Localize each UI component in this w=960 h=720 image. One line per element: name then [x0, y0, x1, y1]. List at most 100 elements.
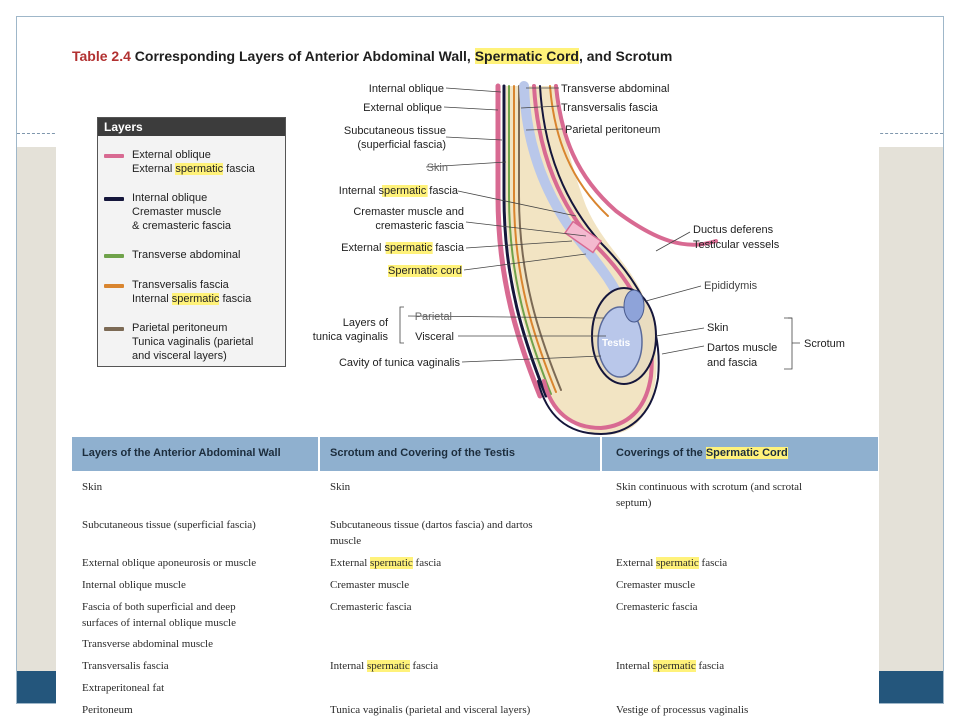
- label-testicular-vessels: Testicular vessels: [693, 239, 780, 251]
- cell-line: Subcutaneous tissue (superficial fascia): [82, 519, 256, 531]
- table-cell: Extraperitoneal fat: [82, 680, 317, 696]
- cell-line: Transverse abdominal muscle: [82, 638, 213, 650]
- table-cell: Tunica vaginalis (parietal and visceral …: [330, 702, 595, 718]
- legend-line: Internal oblique: [132, 192, 208, 204]
- label-transversalis-fascia: Transversalis fascia: [561, 102, 659, 114]
- table-cell: Internal spermatic fascia: [330, 658, 595, 674]
- label-layers-of-2: tunica vaginalis: [313, 331, 389, 343]
- testis-label: Testis: [602, 338, 631, 349]
- cell-line: External spermatic fascia: [330, 557, 442, 569]
- legend-swatch: [104, 327, 124, 331]
- table-cell: Cremasteric fascia: [330, 599, 595, 615]
- label-dartos-1: Dartos muscle: [707, 342, 777, 354]
- label-ductus-deferens: Ductus deferens: [693, 224, 774, 236]
- scrotum-bracket: [784, 317, 800, 370]
- testis-body: [597, 306, 643, 378]
- legend-line: External spermatic fascia: [132, 163, 255, 175]
- header-separator: [600, 437, 602, 471]
- table-cell: Vestige of processus vaginalis: [616, 702, 878, 718]
- label-spermatic-cord: Spermatic cord: [388, 265, 462, 277]
- label-external-oblique: External oblique: [363, 102, 442, 114]
- legend-line: External oblique: [132, 149, 211, 161]
- layer-external-oblique: [495, 83, 543, 399]
- table-cell: External spermatic fascia: [616, 555, 878, 571]
- cell-line: Tunica vaginalis (parietal and visceral …: [330, 704, 531, 716]
- label-dartos-2: and fascia: [707, 357, 758, 369]
- table-cell: Cremaster muscle: [330, 577, 595, 593]
- header-separator: [318, 437, 320, 471]
- label-highlight: [382, 185, 428, 197]
- cell-line: Cremasteric fascia: [616, 601, 698, 613]
- cell-line: Peritoneum: [82, 704, 133, 716]
- legend-line: Transverse abdominal: [132, 249, 241, 261]
- header-abdominal-wall: Layers of the Anterior Abdominal Wall: [82, 447, 281, 459]
- cell-line: Extraperitoneal fat: [82, 682, 165, 694]
- label-internal-spermatic: Internal spermatic fascia: [339, 185, 459, 197]
- label-cremaster-2: cremasteric fascia: [375, 220, 465, 232]
- cord-outer-dark: [537, 85, 660, 436]
- label-highlight: [385, 242, 433, 254]
- label-visceral: Visceral: [415, 331, 454, 343]
- cell-line: Vestige of processus vaginalis: [616, 704, 749, 716]
- cell-line: Fascia of both superficial and deep: [82, 601, 236, 613]
- table-cell: Skin: [330, 479, 595, 495]
- cell-line: Cremaster muscle: [616, 579, 696, 591]
- header-spermatic-cord: Coverings of the Spermatic Cord: [616, 447, 788, 459]
- label-epididymis: Epididymis: [704, 280, 758, 292]
- cell-line: Internal oblique muscle: [82, 579, 186, 591]
- table-cell: Transversalis fascia: [82, 658, 317, 674]
- cord-band: [564, 220, 602, 254]
- cell-line: Skin: [330, 481, 351, 493]
- legend-swatch: [104, 197, 124, 201]
- cell-line: surfaces of internal oblique muscle: [82, 617, 236, 629]
- cell-line: Skin continuous with scrotum (and scrota…: [616, 481, 803, 493]
- abdominal-wall-right: [554, 84, 718, 247]
- parietal-visceral-bracket: [399, 306, 404, 344]
- epididymis-shape: [623, 289, 645, 323]
- legend-line: Tunica vaginalis (parietal: [132, 336, 254, 348]
- label-skin-top: Skin: [427, 162, 448, 174]
- abdominal-wall-right-inner: [549, 85, 609, 217]
- cell-line: Cremasteric fascia: [330, 601, 412, 613]
- label-internal-oblique: Internal oblique: [369, 83, 444, 95]
- legend-line: Parietal peritoneum: [132, 322, 228, 334]
- cell-line: Transversalis fascia: [82, 660, 169, 672]
- table-cell: Internal oblique muscle: [82, 577, 317, 593]
- label-transverse-abdominal: Transverse abdominal: [561, 83, 669, 95]
- layer-peritoneum: [518, 85, 562, 391]
- label-layers-of-1: Layers of: [343, 317, 389, 329]
- label-subcutaneous: Subcutaneous tissue: [344, 125, 446, 137]
- title-highlight: Spermatic Cord: [474, 48, 579, 64]
- cell-line: External oblique aponeurosis or muscle: [82, 557, 257, 569]
- leader-lines: [407, 87, 792, 363]
- spermatic-cord-diagram: Testis Internal oblique Exte: [313, 81, 845, 436]
- label-superficial-fascia: (superficial fascia): [357, 139, 446, 151]
- table-cell: Cremaster muscle: [616, 577, 878, 593]
- cell-line: External spermatic fascia: [616, 557, 728, 569]
- legend-line: and visceral layers): [132, 350, 227, 362]
- cell-line: Internal spermatic fascia: [616, 660, 725, 672]
- legend-line: Cremaster muscle: [132, 206, 222, 218]
- table-cell: External oblique aponeurosis or muscle: [82, 555, 317, 571]
- table-cell: Cremasteric fascia: [616, 599, 878, 615]
- table-cell: Subcutaneous tissue (superficial fascia): [82, 517, 317, 533]
- legend-line: Internal spermatic fascia: [132, 293, 252, 305]
- table-title: Table 2.4 Corresponding Layers of Anteri…: [72, 48, 672, 64]
- scanned-table-page: Table 2.4 Corresponding Layers of Anteri…: [56, 36, 879, 720]
- legend-swatch: [104, 154, 124, 158]
- table-cell: Skin: [82, 479, 317, 495]
- table-number: Table 2.4: [72, 48, 131, 64]
- label-skin-right: Skin: [707, 322, 728, 334]
- label-cremaster-1: Cremaster muscle and: [353, 206, 464, 218]
- cell-line: Subcutaneous tissue (dartos fascia) and …: [330, 519, 533, 531]
- legend-line: Transversalis fascia: [132, 279, 229, 291]
- right-labels: Transverse abdominal Transversalis fasci…: [561, 83, 845, 369]
- table-header: Layers of the Anterior Abdominal Wall Sc…: [72, 437, 878, 471]
- table-cell: Transverse abdominal muscle: [82, 636, 317, 652]
- title-text-before: Corresponding Layers of Anterior Abdomin…: [134, 48, 475, 64]
- table-cell: Fascia of both superficial and deep surfa…: [82, 599, 317, 631]
- layer-transverse: [508, 85, 552, 395]
